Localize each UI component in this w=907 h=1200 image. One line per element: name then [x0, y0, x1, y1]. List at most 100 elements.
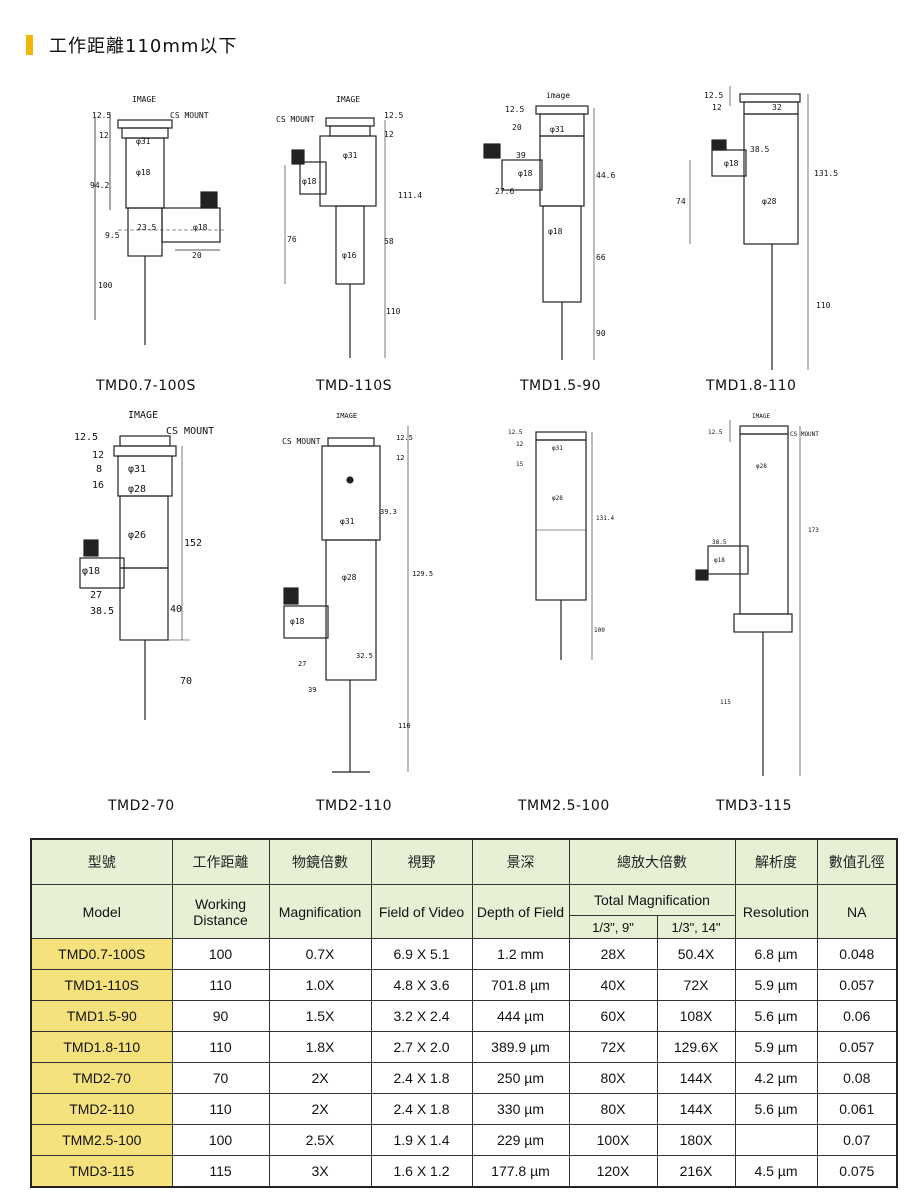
th-en-depth: Depth of Field — [471, 884, 570, 939]
section-heading: 工作距離110mm以下 — [26, 34, 238, 57]
d6-32-5: 32.5 — [356, 652, 373, 660]
d6-image-label: IMAGE — [336, 412, 357, 420]
d4-74: 74 — [676, 197, 686, 206]
cell-total-mag-a: 72X — [568, 1031, 658, 1063]
d3-66: 66 — [596, 253, 606, 262]
d5-dia18: φ18 — [82, 566, 100, 577]
d4-131-5: 131.5 — [814, 169, 838, 178]
d5-8: 8 — [96, 464, 102, 475]
th-zh-working-distance: 工作距離 — [171, 838, 270, 885]
cell-working-distance: 110 — [171, 969, 270, 1001]
cell-working-distance: 115 — [171, 1155, 270, 1188]
cell-na: 0.06 — [816, 1000, 898, 1032]
cell-model: TMM2.5-100 — [30, 1124, 173, 1156]
th-en-na: NA — [816, 884, 898, 939]
d3-image-label: image — [546, 91, 570, 100]
d1-20: 20 — [192, 251, 202, 260]
cell-field-of-video: 1.6 X 1.2 — [370, 1155, 473, 1188]
d5-40: 40 — [170, 604, 182, 615]
th-en-working-distance: Working Distance — [171, 884, 270, 939]
d8-dia28: φ28 — [756, 463, 767, 470]
cell-total-mag-b: 144X — [656, 1062, 736, 1094]
cell-field-of-video: 2.4 X 1.8 — [370, 1093, 473, 1125]
d6-12: 12 — [396, 454, 404, 462]
d4-38-5: 38.5 — [750, 145, 769, 154]
d6-dia31: φ31 — [340, 517, 355, 526]
th-en-total-mag: Total Magnification — [568, 884, 736, 916]
d5-image-label: IMAGE — [128, 410, 158, 421]
d5-dia26: φ26 — [128, 530, 146, 541]
d7-dia28: φ28 — [552, 495, 563, 502]
cell-depth-of-field: 444 µm — [471, 1000, 570, 1032]
d5-dia31: φ31 — [128, 464, 146, 475]
cell-total-mag-b: 50.4X — [656, 938, 736, 970]
d5-152: 152 — [184, 538, 202, 549]
cell-working-distance: 110 — [171, 1093, 270, 1125]
drawing-tmd1-8-110 — [689, 86, 809, 370]
cell-resolution: 5.6 µm — [734, 1000, 818, 1032]
th-zh-model: 型號 — [30, 838, 173, 885]
d7-dia31: φ31 — [552, 445, 563, 452]
cell-magnification: 1.8X — [268, 1031, 372, 1063]
d3-44-6: 44.6 — [596, 171, 615, 180]
d2-12: 12 — [384, 130, 394, 139]
th-zh-resolution: 解析度 — [734, 838, 818, 885]
d6-129-5: 129.5 — [412, 570, 433, 578]
heading-title: 工作距離110mm以下 — [49, 36, 238, 57]
cell-total-mag-a: 120X — [568, 1155, 658, 1188]
cell-total-mag-a: 40X — [568, 969, 658, 1001]
cell-na: 0.061 — [816, 1093, 898, 1125]
cell-field-of-video: 4.8 X 3.6 — [370, 969, 473, 1001]
model-label-6: TMD2-110 — [316, 798, 393, 814]
d5-38-5: 38.5 — [90, 606, 114, 617]
d2-58: 58 — [384, 237, 394, 246]
th-en-model: Model — [30, 884, 173, 939]
d8-dia18: φ18 — [714, 557, 725, 564]
cell-na: 0.057 — [816, 1031, 898, 1063]
d7-100: 100 — [594, 627, 605, 634]
d2-dia31: φ31 — [343, 151, 358, 160]
cell-model: TMD2-70 — [30, 1062, 173, 1094]
cell-model: TMD1.8-110 — [30, 1031, 173, 1063]
d1-cs-mount-label: CS MOUNT — [170, 111, 209, 120]
model-label-4: TMD1.8-110 — [706, 378, 797, 394]
d2-12-5: 12.5 — [384, 111, 403, 120]
cell-working-distance: 100 — [171, 1124, 270, 1156]
d5-12: 12 — [92, 450, 104, 461]
drawing-tmd-110s — [284, 117, 386, 358]
model-label-5: TMD2-70 — [108, 798, 175, 814]
drawing-tmd2-110 — [283, 426, 409, 773]
cell-magnification: 3X — [268, 1155, 372, 1188]
cell-total-mag-b: 144X — [656, 1093, 736, 1125]
cell-magnification: 1.5X — [268, 1000, 372, 1032]
d3-20: 20 — [512, 123, 522, 132]
drawing-tmd3-115 — [695, 420, 801, 776]
d1-9-5: 9.5 — [105, 231, 120, 240]
d8-173: 173 — [808, 527, 819, 534]
d8-115: 115 — [720, 699, 731, 706]
cell-model: TMD1.5-90 — [30, 1000, 173, 1032]
th-zh-depth: 景深 — [471, 838, 570, 885]
d2-110: 110 — [386, 307, 401, 316]
header-row-en: Model Working Distance Magnification Fie… — [30, 884, 898, 939]
cell-model: TMD2-110 — [30, 1093, 173, 1125]
d6-dia18: φ18 — [290, 617, 305, 626]
drawing-tmm2-5-100 — [535, 431, 593, 660]
d3-dia18b: φ18 — [548, 227, 563, 236]
cell-depth-of-field: 389.9 µm — [471, 1031, 570, 1063]
d6-12-5: 12.5 — [396, 434, 413, 442]
cell-resolution — [734, 1124, 818, 1156]
th-sub-b: 1/3", 14" — [656, 915, 736, 939]
d1-image-label: IMAGE — [132, 95, 156, 104]
cell-na: 0.07 — [816, 1124, 898, 1156]
th-en-magnification: Magnification — [268, 884, 372, 939]
d3-90: 90 — [596, 329, 606, 338]
d5-12-5: 12.5 — [74, 432, 98, 443]
drawing-tmd2-70 — [79, 435, 190, 720]
d4-32: 32 — [772, 103, 782, 112]
